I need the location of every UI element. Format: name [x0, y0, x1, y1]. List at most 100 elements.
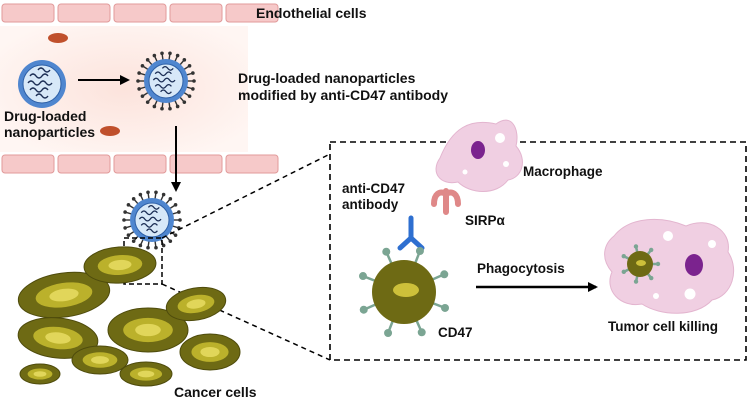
- label-nanoparticles-1: Drug-loaded: [4, 108, 87, 124]
- nanoparticle-icon: [18, 60, 66, 108]
- antibody-tip: [123, 226, 127, 230]
- cd47-receptor-tip: [649, 275, 654, 281]
- cancer-cell-icon: [358, 246, 450, 338]
- antibody-tip: [140, 64, 145, 68]
- drug-strand: [154, 83, 172, 89]
- antibody-tip: [160, 51, 164, 56]
- antibody-tip: [175, 104, 180, 109]
- cd47-receptor-tip: [655, 261, 661, 267]
- cd47-receptor-tip: [621, 269, 627, 275]
- cd47-receptor-tip: [417, 328, 426, 337]
- zoom-line: [161, 153, 331, 239]
- antibody-nanoparticle-icon: [136, 51, 196, 111]
- antibody-tip: [122, 218, 126, 222]
- label-cancer-cells: Cancer cells: [174, 384, 257, 400]
- label-nanoparticles-2: nanoparticles: [4, 124, 96, 140]
- cd47-receptor-tip: [384, 329, 393, 338]
- cd47-receptor-tip: [648, 247, 654, 253]
- antibody-tip: [146, 245, 150, 250]
- drug-strand: [154, 71, 172, 77]
- antibody-tip: [123, 210, 127, 214]
- cancer-cell-icon: [165, 286, 227, 322]
- endothelial-cell: [225, 154, 279, 174]
- antibody-tip: [136, 79, 140, 83]
- endothelial-cell: [225, 3, 279, 23]
- endothelial-cell: [113, 3, 167, 23]
- cancer-cell-icon: [107, 307, 189, 353]
- antibody-nanoparticle-icon: [122, 190, 182, 250]
- antibody-tip: [137, 71, 141, 75]
- antibody-tip: [173, 203, 178, 207]
- cd47-receptor-tip: [440, 270, 449, 279]
- label-cd47: CD47: [438, 325, 473, 340]
- antibody-tip: [152, 53, 157, 58]
- cd47-receptor-tip: [358, 272, 367, 281]
- drug-strand: [152, 77, 176, 83]
- antibody-tip: [154, 245, 158, 250]
- drug-strand: [37, 67, 51, 73]
- antibody-tip: [146, 190, 150, 195]
- antibody-tip: [187, 94, 192, 98]
- antibody-tip: [131, 197, 136, 201]
- cancer-cell-icon: [179, 333, 241, 371]
- macrophage-icon: [435, 119, 523, 192]
- red-blood-cell: [48, 33, 68, 43]
- label-macrophage: Macrophage: [523, 164, 603, 179]
- label-phagocytosis: Phagocytosis: [477, 261, 565, 276]
- sirp-receptor-icon: [431, 188, 461, 215]
- antibody-tip: [137, 87, 141, 91]
- antibody-tip: [175, 53, 180, 58]
- label-anti-cd47-2: antibody: [342, 197, 399, 212]
- antibody-tip: [168, 106, 172, 111]
- drug-strand: [35, 93, 49, 99]
- antibody-tip: [168, 239, 173, 243]
- drug-strand: [140, 222, 158, 228]
- cancer-cell-icon: [83, 246, 157, 284]
- antibody-tip: [145, 58, 150, 62]
- drug-strand: [160, 89, 172, 95]
- antibody-tip: [140, 94, 145, 98]
- cd47-receptor-tip: [382, 247, 391, 256]
- label-sirp-alpha: SIRPα: [465, 213, 505, 228]
- endothelial-cell: [113, 154, 167, 174]
- cd47-receptor-tip: [633, 244, 639, 249]
- antibody-icon: [397, 215, 425, 251]
- drug-strand: [146, 228, 158, 234]
- drug-strand: [147, 204, 160, 210]
- endothelial-cell: [1, 3, 55, 23]
- cancer-cell-icon: [19, 363, 61, 385]
- zoom-detail-box: [329, 141, 747, 361]
- label-anti-cd47-1: anti-CD47: [342, 181, 406, 196]
- antibody-tip: [191, 87, 195, 91]
- label-modified-nanoparticles-2: modified by anti-CD47 antibody: [238, 87, 449, 103]
- drug-strand: [29, 87, 49, 93]
- cancer-cell-cluster: [17, 246, 241, 387]
- endothelial-cell: [1, 154, 55, 174]
- antibody-tip: [126, 203, 131, 207]
- drug-strand: [27, 80, 53, 86]
- antibody-tip: [161, 192, 166, 197]
- antibody-tip: [154, 190, 158, 195]
- macrophage-icon: [604, 218, 735, 314]
- antibody-tip: [177, 210, 181, 214]
- antibody-tip: [178, 218, 182, 222]
- cancer-cell-icon: [71, 345, 129, 375]
- drug-strand: [140, 210, 158, 216]
- antibody-tip: [192, 79, 196, 83]
- antibody-tip: [168, 51, 172, 56]
- cd47-receptor-tip: [441, 303, 450, 312]
- endothelial-row-top: [1, 3, 279, 23]
- label-endothelial-cells: Endothelial cells: [256, 5, 367, 21]
- antibody-tip: [160, 106, 164, 111]
- antibody-tip: [168, 197, 173, 201]
- drug-strand: [138, 216, 162, 222]
- red-blood-cell: [100, 126, 120, 136]
- antibody-tip: [131, 239, 136, 243]
- endothelial-cell: [57, 154, 111, 174]
- endothelial-cell: [169, 154, 223, 174]
- antibody-tip: [152, 104, 157, 109]
- antibody-tip: [182, 100, 187, 104]
- endothelial-cell: [169, 3, 223, 23]
